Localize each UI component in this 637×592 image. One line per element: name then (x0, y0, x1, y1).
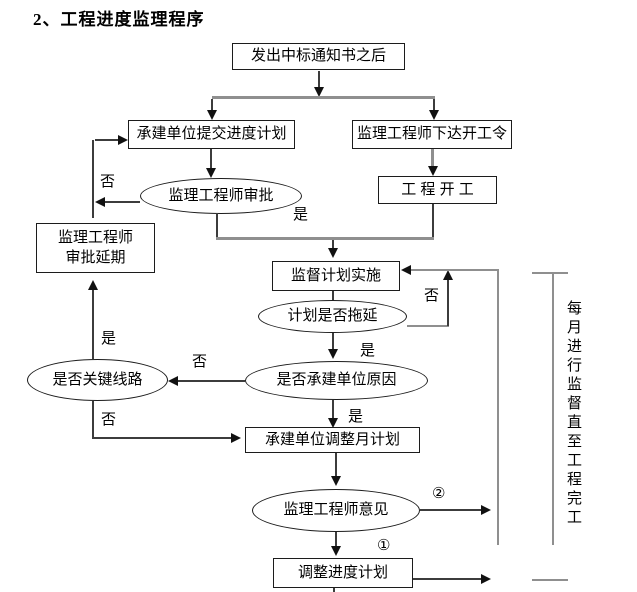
connector (210, 149, 212, 168)
node-contractor-reason: 是否承建单位原因 (245, 361, 428, 400)
arrowhead-left (95, 197, 105, 207)
connector (532, 579, 568, 581)
connector (92, 140, 94, 218)
node-critical-path: 是否关键线路 (27, 359, 168, 401)
arrowhead-down (331, 546, 341, 556)
connector (335, 453, 337, 476)
node-approve: 监理工程师审批 (140, 178, 302, 214)
connector (532, 272, 568, 274)
connector (92, 401, 94, 438)
connector (332, 291, 334, 300)
arrowhead-right (231, 433, 241, 443)
connector (92, 437, 231, 439)
arrowhead-up (443, 270, 453, 280)
connector (432, 204, 434, 238)
connector (332, 240, 334, 248)
edge-label-approve-yes: 是 (293, 206, 309, 223)
connector (178, 380, 245, 382)
section-title: 2、工程进度监理程序 (33, 10, 205, 29)
connector (413, 578, 481, 580)
connector (333, 588, 335, 592)
arrowhead-left (168, 376, 178, 386)
connector (95, 139, 118, 141)
side-note-vertical: 每月进行监督直至工程完工 (565, 300, 582, 528)
connector (212, 96, 435, 99)
arrowhead-down (314, 87, 324, 97)
connector (431, 149, 434, 166)
connector (335, 532, 337, 546)
edge-label-critical-yes: 是 (101, 330, 117, 347)
connector (216, 237, 434, 240)
arrowhead-down (207, 110, 217, 120)
node-start: 发出中标通知书之后 (232, 43, 405, 70)
node-supervise: 监督计划实施 (272, 261, 400, 291)
arrowhead-down (429, 110, 439, 120)
node-approve-delay-line2: 审批延期 (65, 249, 126, 266)
connector (552, 274, 554, 545)
connector (407, 325, 449, 327)
node-submit-plan: 承建单位提交进度计划 (128, 120, 295, 149)
arrowhead-down (428, 166, 438, 176)
connector (211, 99, 213, 110)
connector (92, 290, 94, 359)
connector (216, 213, 218, 238)
connector (433, 99, 435, 110)
node-project-start: 工 程 开 工 (378, 176, 497, 204)
arrowhead-down (328, 248, 338, 258)
node-adjust-monthly: 承建单位调整月计划 (245, 427, 420, 453)
node-engineer-opinion: 监理工程师意见 (252, 489, 420, 532)
arrowhead-right (118, 135, 128, 145)
edge-label-approve-no: 否 (100, 173, 116, 190)
connector (332, 333, 334, 349)
node-approve-delay: 监理工程师 审批延期 (36, 223, 155, 273)
arrowhead-down (328, 418, 338, 428)
arrowhead-right (481, 574, 491, 584)
arrowhead-right (481, 505, 491, 515)
edge-label-reason-yes: 是 (348, 408, 364, 425)
edge-label-opinion-2: ② (432, 485, 446, 502)
connector (332, 400, 334, 418)
arrowhead-down (331, 476, 341, 486)
node-adjust-schedule: 调整进度计划 (273, 558, 413, 588)
connector (447, 280, 449, 326)
edge-label-reason-no: 否 (192, 353, 208, 370)
connector (420, 509, 481, 511)
edge-label-critical-no: 否 (101, 411, 117, 428)
connector (497, 269, 499, 545)
node-issue-order: 监理工程师下达开工令 (352, 120, 512, 149)
connector (411, 269, 499, 271)
connector (105, 201, 140, 203)
arrowhead-down (328, 349, 338, 359)
node-plan-delayed: 计划是否拖延 (258, 300, 407, 333)
arrowhead-left (401, 265, 411, 275)
edge-label-delay-yes: 是 (360, 342, 376, 359)
arrowhead-down (206, 168, 216, 178)
connector (318, 71, 320, 87)
edge-label-delay-no: 否 (424, 287, 440, 304)
arrowhead-up (88, 280, 98, 290)
edge-label-opinion-1: ① (377, 537, 391, 554)
node-approve-delay-line1: 监理工程师 (57, 228, 133, 246)
